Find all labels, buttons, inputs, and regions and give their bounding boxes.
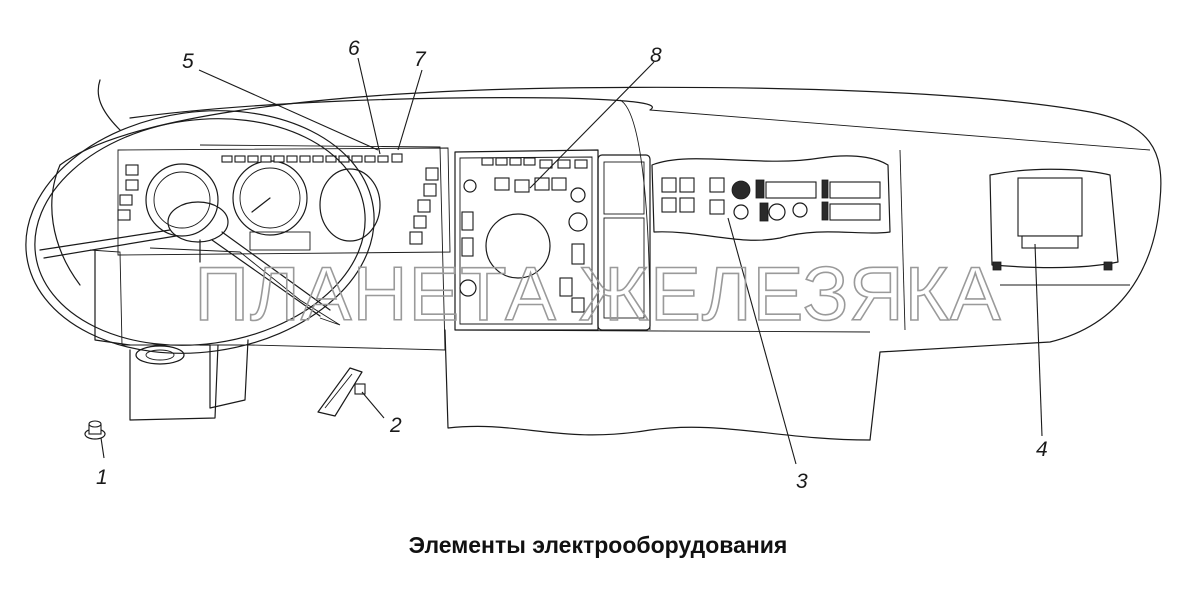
callout-5: 5: [182, 50, 194, 73]
callout-6: 6: [348, 37, 360, 60]
callout-8: 8: [650, 44, 662, 67]
left-switch-column: [117, 164, 139, 221]
accelerator-pedal: [317, 367, 366, 417]
steering-wheel: [25, 110, 375, 354]
fuse-relay-block: [651, 155, 891, 241]
center-control-panel: [454, 149, 599, 331]
warning-lamp-row: [221, 153, 403, 163]
radio-slot: [597, 154, 651, 331]
right-switch-column: [409, 167, 439, 245]
steering-column: [94, 249, 249, 421]
callout-labels: 1 2 3 4 5 6 7 8: [96, 37, 1048, 493]
callout-7: 7: [414, 48, 427, 71]
control-unit: [989, 168, 1119, 271]
callout-3: 3: [796, 470, 808, 493]
watermark: ПЛАНЕТА ЖЕЛЕЗЯКА: [194, 252, 1001, 337]
ground-terminal: [84, 420, 106, 440]
diagram-caption: Элементы электрооборудования: [408, 532, 788, 558]
callout-2: 2: [389, 414, 402, 437]
leader-lines: [100, 57, 1043, 465]
callout-1: 1: [96, 466, 108, 489]
instrument-cluster: [117, 147, 451, 256]
callout-4: 4: [1036, 438, 1048, 461]
